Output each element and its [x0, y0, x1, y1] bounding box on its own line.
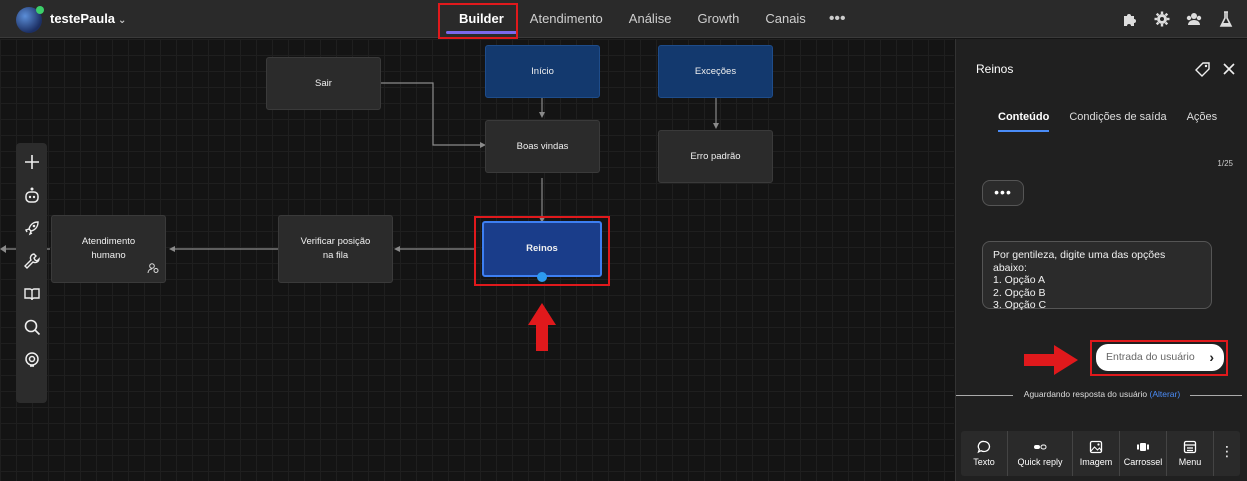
node-sair[interactable]: Sair — [266, 57, 381, 110]
node-erro-padrao[interactable]: Erro padrão — [658, 130, 773, 183]
top-bar: testePaula⌄ Builder Atendimento Análise … — [0, 0, 1247, 39]
main-nav: Builder Atendimento Análise Growth Canai… — [446, 0, 856, 38]
waiting-text: Aguardando resposta do usuário — [1023, 389, 1148, 399]
node-label: Boas vindas — [516, 140, 569, 152]
gear-icon[interactable] — [1153, 10, 1171, 28]
node-label: Início — [531, 65, 554, 77]
add-quick-reply-button[interactable]: Quick reply — [1008, 431, 1073, 476]
node-label: Sair — [315, 77, 332, 89]
puzzle-icon[interactable] — [1121, 10, 1139, 28]
waiting-divider: Aguardando resposta do usuário (Alterar) — [956, 389, 1247, 399]
top-right-icons — [1121, 10, 1235, 28]
panel-tabs: Conteúdo Condições de saída Ações — [998, 111, 1217, 132]
agent-icon — [147, 262, 159, 274]
add-text-button[interactable]: Texto — [961, 431, 1008, 476]
quick-reply-icon — [1033, 440, 1047, 454]
message-line: 1. Opção A — [993, 274, 1045, 286]
message-line: 2. Opção B — [993, 286, 1046, 299]
change-link[interactable]: (Alterar) — [1149, 389, 1181, 399]
message-line: Por gentileza, digite uma das opções aba… — [993, 249, 1166, 274]
book-icon[interactable] — [23, 285, 41, 303]
nav-analise[interactable]: Análise — [628, 11, 672, 26]
chat-bubble-icon — [977, 440, 991, 454]
node-atendimento-humano[interactable]: Atendimento humano — [51, 215, 166, 283]
rocket-icon[interactable] — [23, 219, 41, 237]
workspace-selector[interactable]: testePaula⌄ — [50, 11, 126, 26]
tab-conteudo[interactable]: Conteúdo — [998, 111, 1050, 132]
tab-acoes[interactable]: Ações — [1186, 111, 1218, 123]
robot-icon[interactable] — [23, 186, 41, 204]
node-label: Erro padrão — [690, 150, 741, 162]
workspace-name: testePaula — [50, 11, 116, 26]
add-quick-reply-label: Quick reply — [1017, 457, 1063, 467]
reinos-highlight-box — [474, 216, 610, 286]
message-counter: 1/25 — [1217, 159, 1233, 168]
add-carousel-label: Carrossel — [1123, 457, 1163, 467]
builder-highlight-box — [438, 3, 518, 39]
add-image-label: Imagem — [1079, 457, 1113, 467]
chevron-down-icon: ⌄ — [118, 15, 127, 26]
node-label-line2: na fila — [322, 250, 349, 261]
nav-atendimento[interactable]: Atendimento — [529, 11, 603, 26]
team-icon[interactable] — [1185, 10, 1203, 28]
flow-canvas[interactable]: Sair Início Exceções Boas vindas Erro pa… — [0, 39, 954, 481]
carousel-icon — [1136, 440, 1150, 454]
builder-toolbar — [16, 143, 47, 403]
message-line: 3. Opção C — [993, 299, 1047, 311]
node-boas-vindas[interactable]: Boas vindas — [485, 120, 600, 173]
node-verificar-posicao[interactable]: Verificar posição na fila — [278, 215, 393, 283]
panel-title: Reinos — [976, 62, 1014, 76]
nav-more-button[interactable]: ••• — [828, 10, 846, 27]
typing-indicator-bubble[interactable]: ••• — [982, 180, 1024, 206]
red-arrow-up-annotation — [528, 303, 556, 351]
connection-lines — [0, 82, 719, 253]
node-label: Exceções — [694, 65, 737, 77]
nav-growth[interactable]: Growth — [697, 11, 740, 26]
menu-icon — [1183, 440, 1197, 454]
flask-icon[interactable] — [1217, 10, 1235, 28]
node-output-handle[interactable] — [537, 272, 547, 282]
content-type-toolbar: Texto Quick reply Imagem Carrossel Menu … — [961, 431, 1240, 476]
nav-canais[interactable]: Canais — [765, 11, 806, 26]
image-icon — [1089, 440, 1103, 454]
add-image-button[interactable]: Imagem — [1073, 431, 1120, 476]
user-input-button[interactable]: Entrada do usuário › — [1096, 344, 1224, 371]
tab-condicoes-saida[interactable]: Condições de saída — [1069, 111, 1167, 123]
chevron-right-icon: › — [1209, 349, 1214, 365]
tag-icon[interactable] — [1195, 61, 1211, 77]
node-label: Reinos — [526, 243, 558, 254]
red-arrow-right-annotation — [1024, 345, 1078, 375]
online-status-dot — [36, 6, 44, 14]
node-label-line2: humano — [91, 250, 126, 261]
bot-message-bubble[interactable]: Por gentileza, digite uma das opções aba… — [982, 241, 1212, 311]
add-menu-button[interactable]: Menu — [1167, 431, 1214, 476]
panel-tools — [1195, 61, 1237, 77]
plus-icon[interactable] — [23, 153, 41, 171]
more-options-button[interactable]: ⋮ — [1220, 443, 1234, 459]
add-text-label: Texto — [973, 457, 995, 467]
node-excecoes[interactable]: Exceções — [658, 45, 773, 98]
add-carousel-button[interactable]: Carrossel — [1120, 431, 1167, 476]
node-detail-panel: Reinos Conteúdo Condições de saída Ações… — [955, 39, 1247, 481]
user-input-highlight-box — [1090, 340, 1228, 376]
search-icon[interactable] — [23, 318, 41, 336]
wrench-icon[interactable] — [23, 252, 41, 270]
node-reinos[interactable]: Reinos — [482, 221, 602, 277]
support-icon[interactable] — [23, 351, 41, 369]
node-inicio[interactable]: Início — [485, 45, 600, 98]
user-input-label: Entrada do usuário — [1106, 351, 1195, 363]
node-label-line1: Verificar posição — [300, 236, 371, 247]
nav-builder[interactable]: Builder — [446, 0, 517, 38]
close-icon[interactable] — [1221, 61, 1237, 77]
add-menu-label: Menu — [1178, 457, 1202, 467]
node-label-line1: Atendimento — [81, 236, 136, 247]
